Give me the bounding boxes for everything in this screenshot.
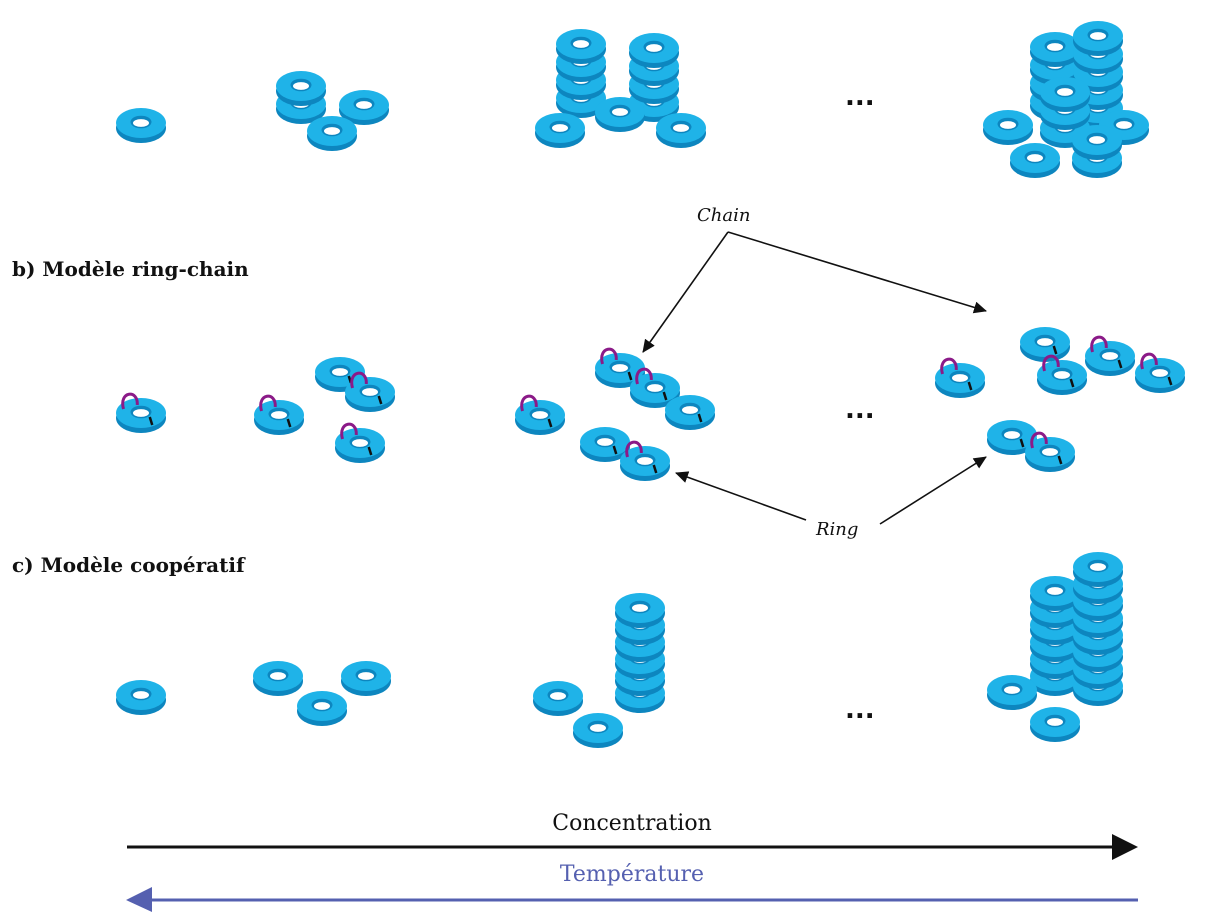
bond-tick-icon bbox=[662, 391, 668, 401]
torus-monomer-icon bbox=[656, 113, 706, 148]
torus-monomer-icon bbox=[297, 691, 347, 726]
torus-monomer-icon bbox=[341, 661, 391, 696]
torus-monomer-icon bbox=[1010, 143, 1060, 178]
ring-closure-link-icon bbox=[350, 371, 368, 389]
chain-callout-label: Chain bbox=[697, 205, 750, 226]
ring-closure-link-icon bbox=[340, 422, 358, 440]
torus-monomer-icon bbox=[987, 675, 1037, 710]
torus-monomer-icon bbox=[533, 681, 583, 716]
torus-monomer-icon bbox=[620, 440, 670, 481]
torus-monomer-icon bbox=[276, 71, 326, 106]
torus-monomer-icon bbox=[1073, 552, 1123, 587]
torus-monomer-icon bbox=[595, 347, 645, 388]
bond-tick-icon bbox=[1052, 345, 1058, 355]
cooperative-model-row bbox=[116, 552, 1123, 748]
bond-tick-icon bbox=[367, 446, 373, 456]
ring-chain-model-row bbox=[116, 327, 1185, 481]
torus-monomer-icon bbox=[629, 33, 679, 68]
ring-closure-link-icon bbox=[1140, 352, 1158, 370]
torus-monomer-icon bbox=[1020, 327, 1070, 362]
ring-closure-link-icon bbox=[1090, 335, 1108, 353]
ring-closure-link-icon bbox=[259, 394, 277, 412]
torus-monomer-icon bbox=[580, 427, 630, 462]
torus-monomer-icon bbox=[1085, 335, 1135, 376]
ring-arrow-right bbox=[879, 456, 987, 525]
torus-monomer-icon bbox=[345, 371, 395, 412]
torus-monomer-icon bbox=[1073, 21, 1123, 56]
torus-monomer-icon bbox=[1030, 576, 1080, 611]
ellipsis-row-b: ... bbox=[845, 395, 875, 425]
torus-monomer-icon bbox=[630, 367, 680, 408]
ring-closure-link-icon bbox=[1042, 354, 1060, 372]
torus-monomer-icon bbox=[1040, 77, 1090, 112]
torus-monomer-icon bbox=[665, 395, 715, 430]
torus-monomer-icon bbox=[339, 90, 389, 125]
section-title-ring-chain: b) Modèle ring-chain bbox=[12, 257, 249, 281]
torus-monomer-icon bbox=[983, 110, 1033, 145]
torus-monomer-icon bbox=[1025, 431, 1075, 472]
torus-monomer-icon bbox=[307, 116, 357, 151]
torus-monomer-icon bbox=[556, 29, 606, 64]
bond-tick-icon bbox=[1019, 438, 1025, 448]
torus-monomer-icon bbox=[535, 113, 585, 148]
chain-arrow-left bbox=[642, 231, 729, 353]
ring-closure-link-icon bbox=[940, 357, 958, 375]
bond-tick-icon bbox=[547, 418, 553, 428]
ring-closure-link-icon bbox=[635, 367, 653, 385]
temperature-label: Température bbox=[560, 862, 704, 887]
torus-monomer-icon bbox=[987, 420, 1037, 455]
ring-closure-link-icon bbox=[600, 347, 618, 365]
torus-monomer-icon bbox=[1037, 354, 1087, 395]
bond-tick-icon bbox=[652, 464, 658, 474]
chain-arrow-right bbox=[727, 231, 987, 314]
ring-closure-link-icon bbox=[625, 440, 643, 458]
bond-tick-icon bbox=[697, 413, 703, 423]
torus-monomer-icon bbox=[1030, 32, 1080, 67]
ellipsis-row-c: ... bbox=[845, 695, 875, 725]
torus-monomer-icon bbox=[615, 593, 665, 628]
bond-tick-icon bbox=[377, 395, 383, 405]
torus-monomer-icon bbox=[1030, 707, 1080, 742]
torus-monomer-icon bbox=[595, 97, 645, 132]
torus-monomer-icon bbox=[116, 392, 166, 433]
section-title-cooperative: c) Modèle coopératif bbox=[12, 553, 246, 577]
bond-tick-icon bbox=[1167, 376, 1173, 386]
torus-monomer-icon bbox=[573, 713, 623, 748]
bond-tick-icon bbox=[1057, 455, 1063, 465]
ring-closure-link-icon bbox=[1030, 431, 1048, 449]
torus-monomer-icon bbox=[253, 661, 303, 696]
bond-tick-icon bbox=[967, 381, 973, 391]
torus-monomer-icon bbox=[335, 422, 385, 463]
concentration-label: Concentration bbox=[552, 811, 712, 836]
torus-monomer-icon bbox=[1072, 125, 1122, 160]
isodesmic-model-row bbox=[116, 21, 1149, 178]
concentration-arrowhead bbox=[1112, 834, 1138, 860]
torus-monomer-icon bbox=[1135, 352, 1185, 393]
bond-tick-icon bbox=[1069, 378, 1075, 388]
torus-monomer-icon bbox=[254, 394, 304, 435]
torus-monomer-icon bbox=[116, 680, 166, 715]
bond-tick-icon bbox=[148, 416, 154, 426]
ring-arrow-left bbox=[675, 471, 807, 521]
ellipsis-row-a: ... bbox=[845, 82, 875, 112]
ring-callout-label: Ring bbox=[815, 519, 858, 540]
torus-monomer-icon bbox=[116, 108, 166, 143]
bond-tick-icon bbox=[1117, 359, 1123, 369]
bond-tick-icon bbox=[286, 418, 292, 428]
bond-tick-icon bbox=[627, 371, 633, 381]
torus-monomer-icon bbox=[515, 394, 565, 435]
temperature-arrowhead bbox=[126, 887, 152, 912]
bond-tick-icon bbox=[612, 445, 618, 455]
torus-monomer-icon bbox=[935, 357, 985, 398]
ring-closure-link-icon bbox=[121, 392, 139, 410]
ring-closure-link-icon bbox=[520, 394, 538, 412]
